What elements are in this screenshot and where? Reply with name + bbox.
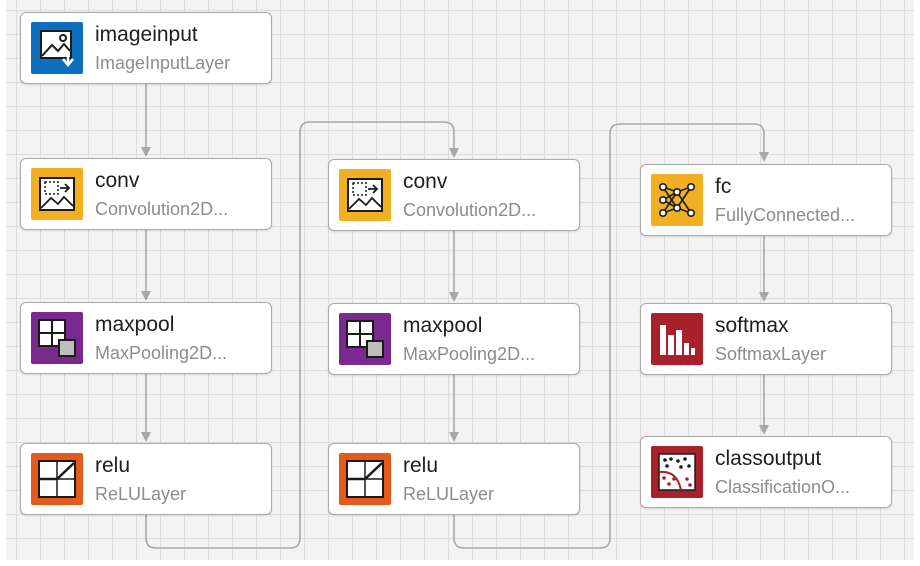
layer-type: ImageInputLayer: [95, 53, 231, 73]
edge-relu-conv-2: [145, 121, 459, 549]
convolution-icon: [339, 169, 391, 221]
layer-node-maxpool[interactable]: maxpool MaxPooling2D...: [20, 302, 272, 374]
layer-node-softmax[interactable]: softmax SoftmaxLayer: [640, 303, 892, 375]
layer-graph-canvas[interactable]: imageinput ImageInputLayer conv Convolut…: [6, 0, 914, 560]
layer-node-maxpool-2[interactable]: maxpool MaxPooling2D...: [328, 303, 580, 375]
layer-type: Convolution2D...: [403, 200, 537, 220]
layer-node-conv-2[interactable]: conv Convolution2D...: [328, 159, 580, 231]
convolution-icon: [31, 168, 83, 220]
layer-name: fc: [715, 175, 732, 198]
layer-name: classoutput: [715, 447, 822, 470]
layer-type: FullyConnected...: [715, 205, 856, 225]
layer-type: MaxPooling2D...: [403, 344, 536, 364]
layer-name: maxpool: [95, 313, 175, 336]
layer-type: MaxPooling2D...: [95, 343, 228, 363]
layer-node-classoutput[interactable]: classoutput ClassificationO...: [640, 436, 892, 508]
layer-name: softmax: [715, 314, 789, 337]
softmax-icon: [651, 313, 703, 365]
layer-type: ClassificationO...: [715, 477, 851, 497]
layer-name: relu: [95, 454, 131, 477]
layer-name: relu: [403, 454, 439, 477]
image-input-icon: [31, 22, 83, 74]
layer-node-relu-2[interactable]: relu ReLULayer: [328, 443, 580, 515]
edge-relu-fc: [453, 123, 769, 549]
layer-name: conv: [95, 169, 140, 192]
fully-connected-icon: [651, 174, 703, 226]
relu-icon: [31, 453, 83, 505]
layer-type: Convolution2D...: [95, 199, 229, 219]
layer-type: ReLULayer: [95, 484, 187, 504]
classification-output-icon: [651, 446, 703, 498]
layer-node-relu[interactable]: relu ReLULayer: [20, 443, 272, 515]
layer-type: ReLULayer: [403, 484, 495, 504]
relu-icon: [339, 453, 391, 505]
layer-node-conv[interactable]: conv Convolution2D...: [20, 158, 272, 230]
layer-type: SoftmaxLayer: [715, 344, 827, 364]
layer-node-fc[interactable]: fc FullyConnected...: [640, 164, 892, 236]
connection-layer: [141, 84, 769, 549]
max-pooling-icon: [339, 313, 391, 365]
max-pooling-icon: [31, 312, 83, 364]
layer-name: conv: [403, 170, 448, 193]
layer-name: maxpool: [403, 314, 483, 337]
layer-node-imageinput[interactable]: imageinput ImageInputLayer: [20, 12, 272, 84]
layer-name: imageinput: [95, 23, 198, 46]
